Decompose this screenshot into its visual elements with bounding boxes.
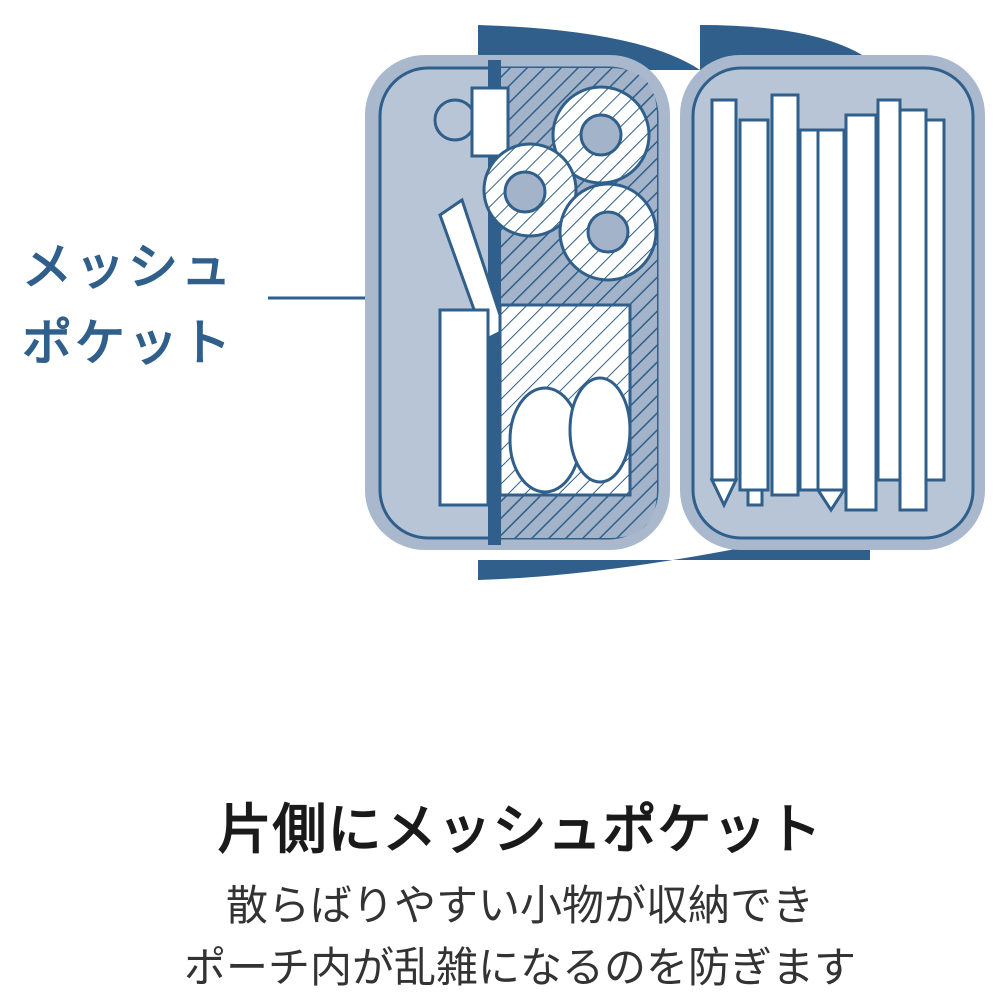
binder-clip bbox=[470, 86, 510, 158]
sticky-notes bbox=[438, 308, 490, 507]
flap-bottom bbox=[478, 520, 870, 580]
description-line-2: ポーチ内が乱雑になるのを防ぎます bbox=[183, 943, 856, 992]
callout-label-line2: ポケット bbox=[22, 314, 234, 372]
callout-label-line1: メッシュ bbox=[22, 238, 234, 296]
tape-rolls bbox=[482, 85, 658, 282]
pens bbox=[709, 93, 946, 513]
description-line-1: 散らばりやすい小物が収納でき bbox=[225, 881, 814, 930]
feature-title: 片側にメッシュポケット bbox=[217, 798, 823, 861]
